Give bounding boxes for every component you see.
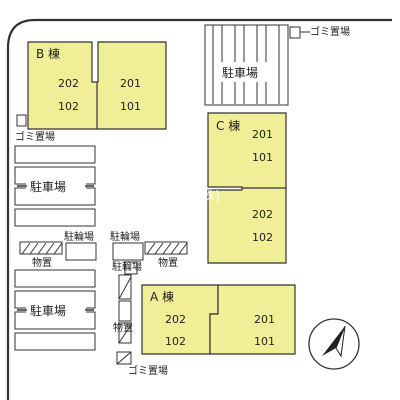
garbage-box-left	[16, 114, 27, 127]
parking-top-right: 駐車場	[204, 24, 289, 106]
room-a-201: 201	[254, 313, 275, 326]
room-a-202: 202	[165, 313, 186, 326]
room-c-202: 202	[252, 208, 273, 221]
building-b[interactable]: B 棟 202 201 102 101	[27, 41, 167, 130]
bicycle-center-label-2: 駐輪場	[112, 260, 142, 273]
room-b-101: 101	[120, 100, 141, 113]
garbage-box-top	[289, 26, 301, 39]
parking-left-middle: 駐車場	[14, 145, 96, 227]
room-a-101: 101	[254, 335, 275, 348]
storage-center-label: 物置	[158, 256, 178, 269]
building-b-label: B 棟	[36, 46, 60, 61]
bicycle-left	[65, 242, 97, 261]
garbage-label-top: ゴミ置場	[310, 25, 350, 38]
storage-left-label: 物置	[32, 256, 52, 269]
garbage-label-left: ゴミ置場	[15, 130, 55, 143]
parking-left-bottom-label: 駐車場	[30, 303, 66, 318]
parking-top-right-label: 駐車場	[222, 65, 258, 80]
bicycle-center-label: 駐輪場	[110, 230, 140, 243]
room-c-101: 101	[252, 151, 273, 164]
building-a[interactable]: A 棟 202 201 102 101	[141, 284, 296, 355]
bicycle-left-label: 駐輪場	[64, 230, 94, 243]
room-b-201: 201	[120, 77, 141, 90]
room-c-201: 201	[252, 128, 273, 141]
building-a-label: A 棟	[150, 289, 174, 304]
room-b-202: 202	[58, 77, 79, 90]
property-boundary	[6, 18, 392, 400]
small-box	[124, 261, 138, 275]
parking-left-bottom: 駐車場	[14, 269, 96, 351]
parking-left-middle-label: 駐車場	[30, 179, 66, 194]
room-a-102: 102	[165, 335, 186, 348]
storage-vertical: 物置	[113, 274, 133, 344]
building-c-label: C 棟	[216, 118, 240, 133]
storage-left: 物置	[19, 241, 63, 269]
storage-center: 物置	[144, 241, 188, 269]
building-c[interactable]: C 棟 201 101 202 102	[207, 112, 287, 264]
room-b-102: 102	[58, 100, 79, 113]
garbage-label-bottom: ゴミ置場	[128, 364, 168, 377]
north-arrow-icon	[308, 318, 360, 370]
bicycle-center	[112, 242, 144, 261]
watermark: K'不動産(株)	[146, 188, 220, 204]
storage-vertical-label: 物置	[113, 321, 133, 334]
room-c-102: 102	[252, 231, 273, 244]
